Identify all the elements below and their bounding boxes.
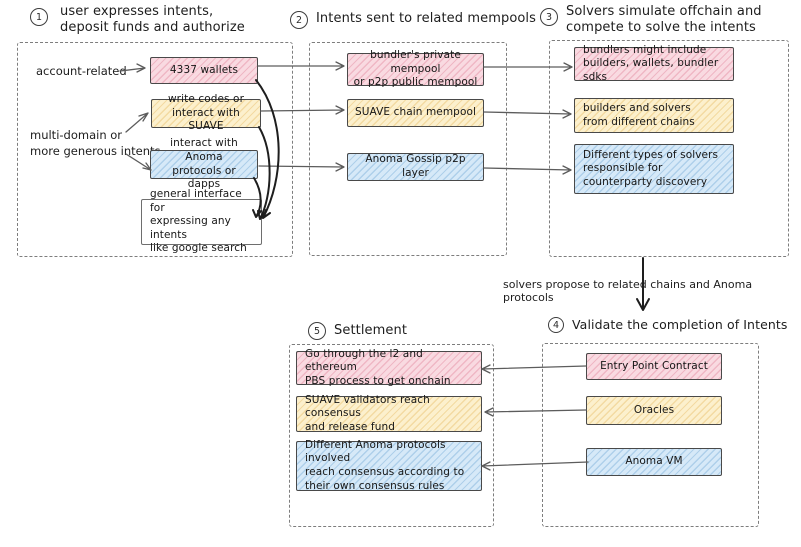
node-pbs-onchain: Go through the l2 and ethereum PBS proce… (296, 348, 482, 387)
node-anoma-gossip-layer: Anoma Gossip p2p layer (347, 153, 484, 181)
node-solver-types: Different types of solvers responsible f… (574, 144, 734, 194)
step-2-number: 2 (290, 11, 308, 29)
node-suave-validators: SUAVE validators reach consensus and rel… (296, 394, 482, 433)
node-builders-solvers: builders and solvers from different chai… (574, 98, 734, 133)
section-1-container (17, 42, 293, 257)
label-multi-domain: multi-domain or more generous intents (30, 128, 161, 158)
section-3-container (549, 40, 789, 257)
step-2-title: Intents sent to related mempools (316, 11, 537, 26)
node-interact-anoma: interact with Anoma protocols or dapps (150, 137, 258, 190)
section-4-container (542, 343, 759, 527)
step-1-number: 1 (30, 8, 48, 26)
step-4-number: 4 (548, 317, 564, 333)
node-entry-point-contract: Entry Point Contract (586, 353, 722, 380)
node-bundler-mempool: bundler's private mempool or p2p public … (347, 49, 484, 88)
node-oracles: Oracles (586, 396, 722, 425)
step-5-title: Settlement (334, 323, 408, 338)
label-solvers-propose: solvers propose to related chains and An… (503, 278, 753, 304)
node-general-interface: general interface for expressing any int… (141, 188, 262, 254)
step-4-title: Validate the completion of Intents (572, 317, 788, 332)
step-3-title: Solvers simulate offchain and compete to… (566, 4, 762, 35)
node-bundlers-include: bundlers might include builders, wallets… (574, 44, 734, 83)
step-3-number: 3 (540, 8, 558, 26)
step-1-title: user expresses intents, deposit funds an… (60, 4, 245, 35)
node-4337-wallets: 4337 wallets (150, 57, 258, 84)
label-account-related: account-related (36, 64, 127, 78)
section-5-container (289, 344, 494, 527)
node-suave-chain-mempool: SUAVE chain mempool (347, 99, 484, 127)
step-5-number: 5 (308, 322, 326, 340)
node-write-codes-suave: write codes or interact with SUAVE (151, 93, 261, 132)
node-anoma-vm: Anoma VM (586, 448, 722, 476)
node-anoma-consensus: Different Anoma protocols involved reach… (296, 439, 482, 492)
section-2-container (309, 42, 507, 256)
